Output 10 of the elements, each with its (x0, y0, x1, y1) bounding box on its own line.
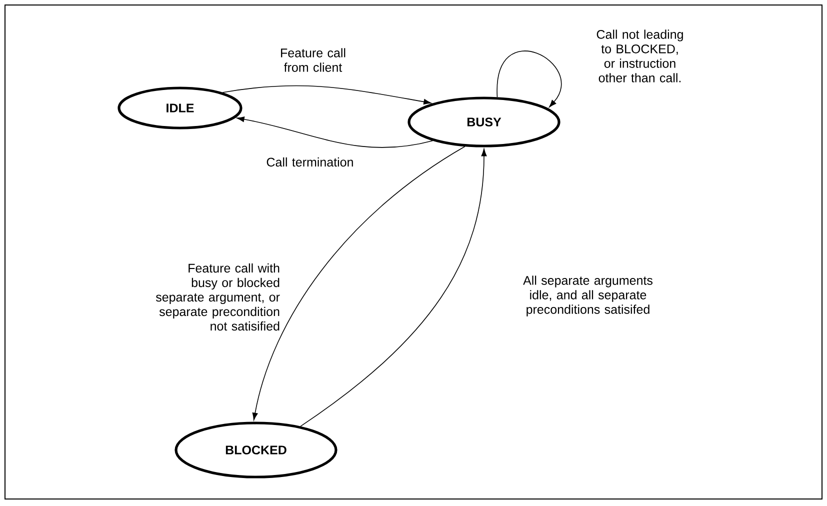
edge-label: Call termination (266, 157, 353, 167)
edge-label: Feature call with busy or blocked separate argument, or separate precondition not satisified (156, 263, 280, 331)
edge-label: Call not leading to BLOCKED, or instruction other than call. (596, 30, 683, 82)
arrow (496, 50, 562, 108)
arrow (222, 85, 432, 104)
arrow (236, 116, 434, 148)
edge-label: Feature call from client (281, 48, 346, 72)
arrow (300, 148, 487, 427)
edge-label: All separate arguments idle, and all separate preconditions satisifed (523, 276, 652, 316)
arrow (252, 146, 466, 420)
